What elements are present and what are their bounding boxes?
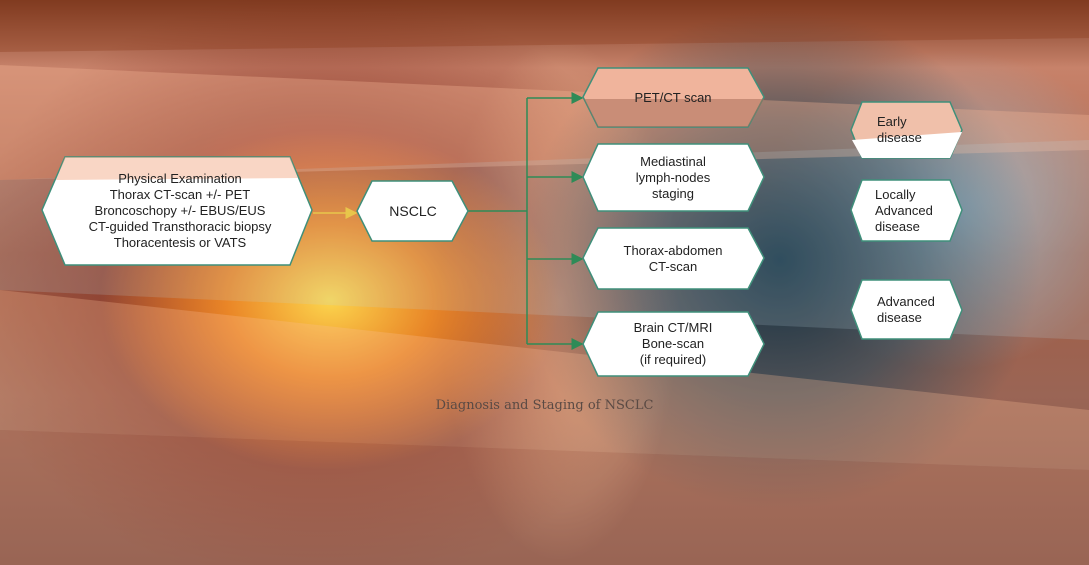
band-salmon-1 — [0, 65, 1089, 180]
test-box-1-lower — [584, 99, 764, 127]
band-salmon-3 — [0, 430, 1089, 565]
figure-caption: Diagnosis and Staging of NSCLC — [435, 398, 654, 413]
test-box-4-shape — [582, 311, 765, 377]
outcome-box-3-shape — [850, 279, 963, 340]
test-box-2-text: Mediastinal lymph-nodes staging — [635, 153, 711, 201]
test-box-2-shape — [582, 143, 765, 212]
center-box-shape — [356, 180, 469, 242]
outcome-box-2-shape — [850, 179, 963, 242]
outcome-box-1-text: Early disease — [877, 114, 922, 145]
center-box-text: NSCLC — [389, 203, 437, 219]
test-box-3-shape — [582, 227, 765, 290]
outcome-box-2-text: Locally Advanced disease — [875, 186, 933, 234]
test-box-4-text: Brain CT/MRI Bone-scan (if required) — [633, 320, 713, 367]
input-box-text: Physical Examination Thorax CT-scan +/- … — [88, 171, 272, 250]
test-box-1-text: PET/CT scan — [634, 89, 712, 105]
test-box-3-text: Thorax-abdomen CT-scan — [623, 242, 723, 274]
band-top — [0, 0, 1089, 52]
band-salmon-2 — [0, 290, 1089, 470]
outcome-box-3-text: Advanced disease — [877, 293, 935, 325]
input-box-top-tint — [56, 157, 298, 180]
outcome-box-1-lower — [852, 132, 962, 158]
